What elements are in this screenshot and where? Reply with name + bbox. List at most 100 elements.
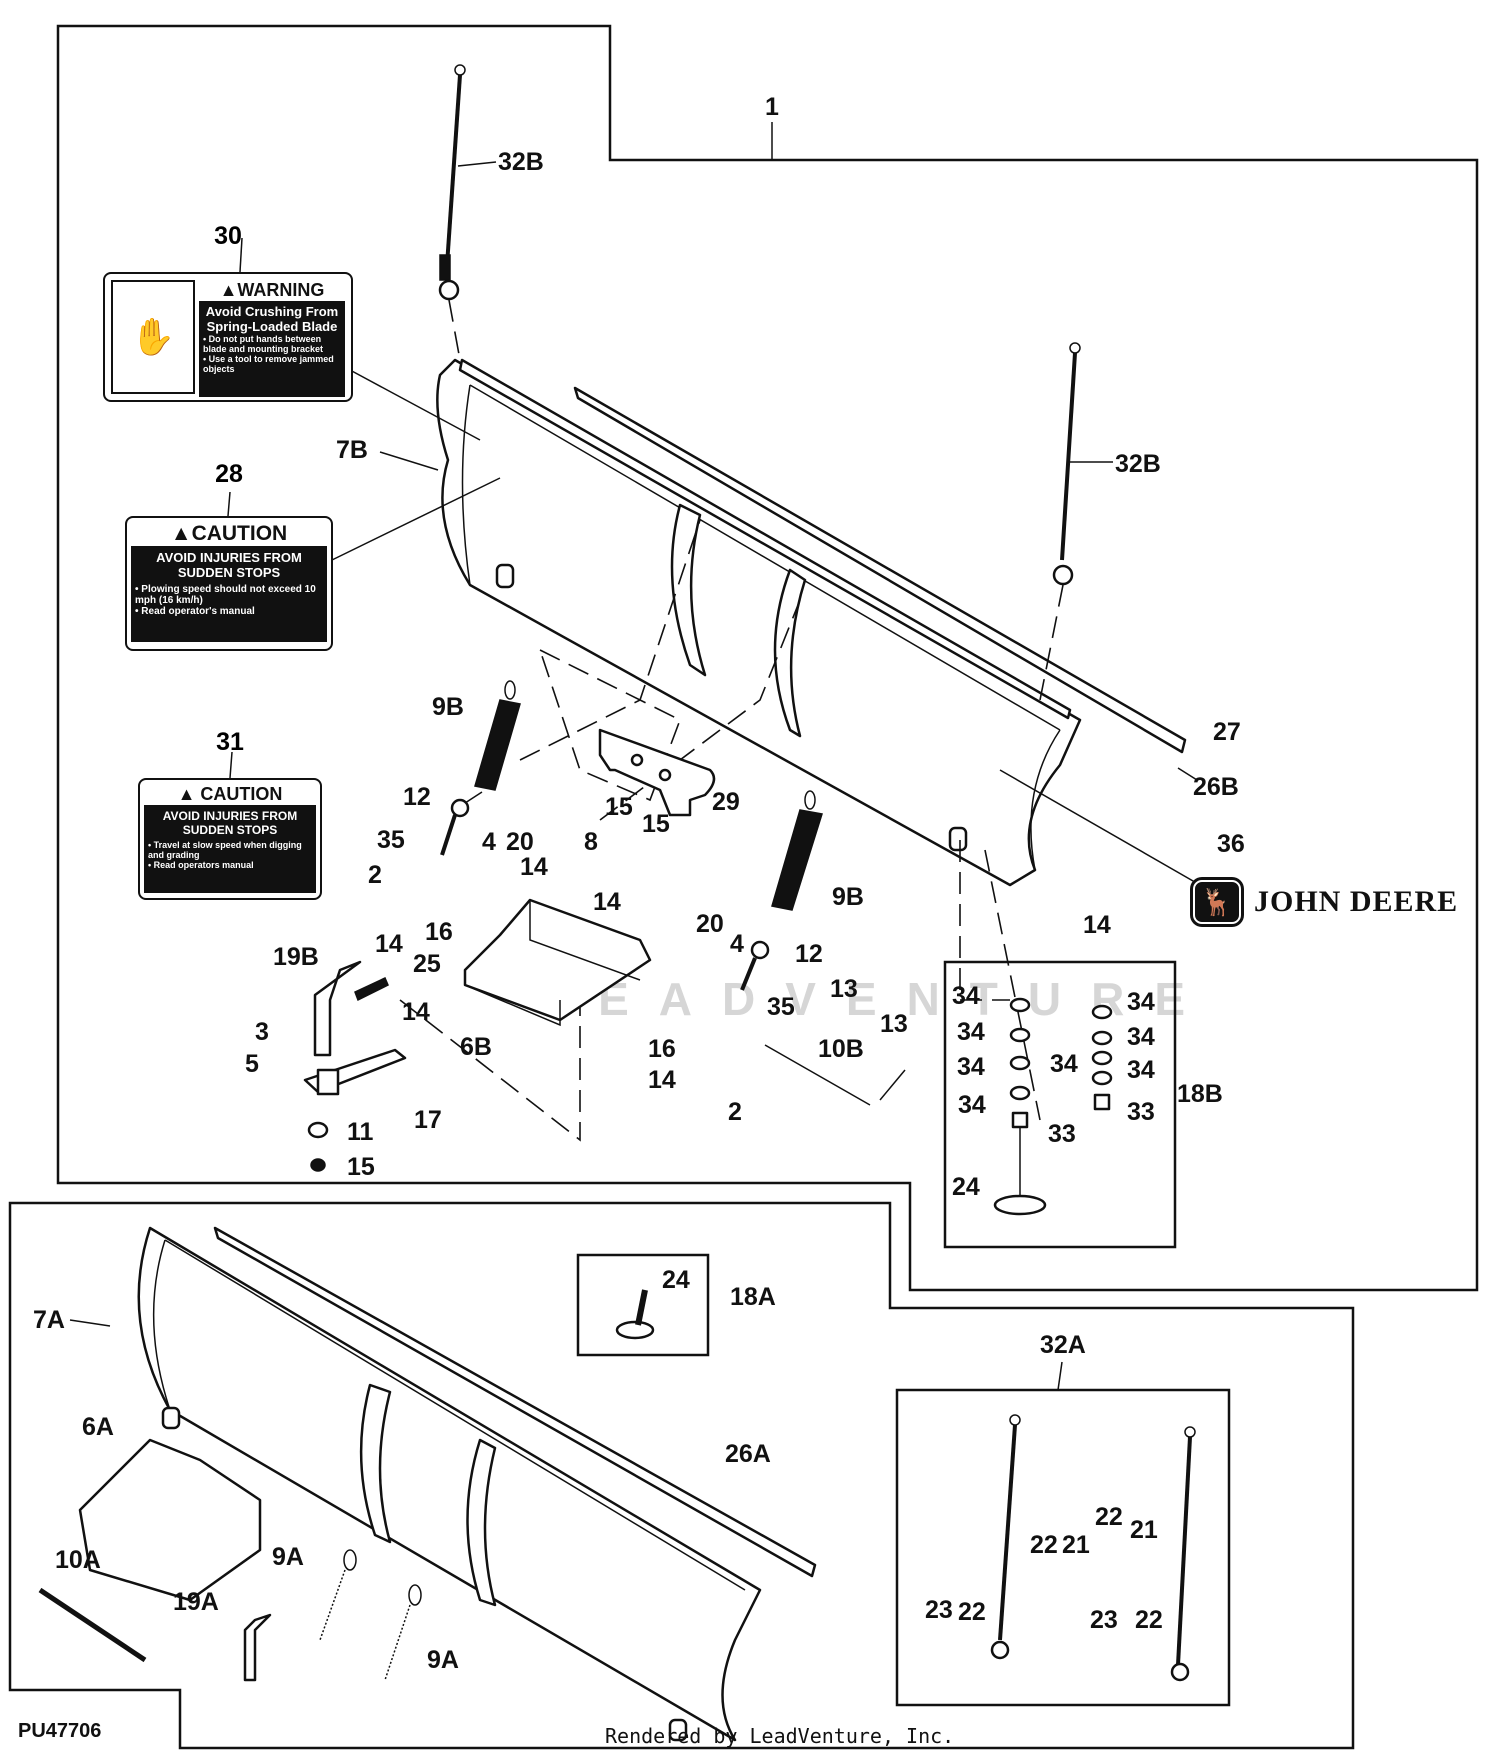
spring-25 <box>354 976 389 1002</box>
pin-10a <box>38 1587 147 1663</box>
caution-triangle-icon: ▲ <box>177 784 201 804</box>
leaping-deer-icon: 🦌 <box>1190 877 1244 927</box>
callout-19b: 19B <box>273 943 319 971</box>
figure-id: PU47706 <box>18 1720 102 1742</box>
callout-10a: 10A <box>55 1546 101 1574</box>
callout-11: 11 <box>347 1118 374 1146</box>
callout-29: 29 <box>712 788 740 816</box>
callout-22: 22 <box>1030 1531 1058 1559</box>
callout-34: 34 <box>1127 1056 1155 1084</box>
handle-19b <box>313 960 362 1057</box>
decal-warning-30: 30 ✋ ▲WARNING Avoid Crushing From Spring… <box>103 222 353 402</box>
rod-32a-left <box>990 1414 1021 1660</box>
box-32a <box>895 1388 1231 1707</box>
callout-10b: 10B <box>818 1035 864 1063</box>
spring-9b-left <box>440 680 521 856</box>
decal-28-leader <box>331 477 501 561</box>
warning-triangle-icon: ▲ <box>219 280 238 300</box>
spring-9b-right <box>740 790 823 991</box>
callout-15: 15 <box>347 1153 375 1181</box>
callout-9a: 9A <box>272 1543 304 1571</box>
rod-32b-right <box>1052 342 1081 586</box>
decal-31-callout-leader <box>229 751 233 779</box>
decal-bullet: Read operators manual <box>153 860 254 870</box>
callout-8: 8 <box>584 828 598 856</box>
callout-20: 20 <box>506 828 534 856</box>
callout-5: 5 <box>245 1050 259 1078</box>
decal-bullet: Plowing speed should not exceed 10 mph (… <box>135 584 316 606</box>
callout-34: 34 <box>1050 1050 1078 1078</box>
callout-30: 30 <box>214 222 242 250</box>
callout-4: 4 <box>730 930 744 958</box>
callout-13: 13 <box>830 975 858 1003</box>
handle-19a <box>243 1613 272 1682</box>
assembly-line <box>959 840 1010 1001</box>
callout-35: 35 <box>767 993 795 1021</box>
callout-1: 1 <box>765 93 779 121</box>
callout-3: 3 <box>255 1018 269 1046</box>
callout-31: 31 <box>216 728 244 756</box>
callout-21: 21 <box>1130 1516 1158 1544</box>
a-frame-6b <box>463 898 652 1022</box>
rod-32b-left <box>438 64 466 301</box>
callout-33: 33 <box>1127 1098 1155 1126</box>
callout-4: 4 <box>482 828 496 856</box>
callout-17: 17 <box>414 1106 442 1134</box>
callout-22: 22 <box>958 1598 986 1626</box>
assembly-line <box>538 648 682 802</box>
callout-13: 13 <box>880 1010 908 1038</box>
callouts-upper: 1 32B 32B 7B 9B 9B 12 12 35 35 4 4 20 20… <box>245 93 1245 1201</box>
decal-bullet: Travel at slow speed when digging and gr… <box>148 840 302 860</box>
crush-hazard-pictogram-icon: ✋ <box>111 280 195 394</box>
callout-22: 22 <box>1095 1503 1123 1531</box>
callout-15: 15 <box>642 810 670 838</box>
callout-7a: 7A <box>33 1306 65 1334</box>
callout-9b: 9B <box>432 693 464 721</box>
callout-12: 12 <box>403 783 431 811</box>
box-18a <box>576 1253 710 1357</box>
callout-28: 28 <box>215 460 243 488</box>
callout-33: 33 <box>1048 1120 1076 1148</box>
callout-26a: 26A <box>725 1440 771 1468</box>
callout-12: 12 <box>795 940 823 968</box>
callout-6a: 6A <box>82 1413 114 1441</box>
callout-14: 14 <box>402 998 430 1026</box>
callout-34: 34 <box>952 982 980 1010</box>
lower-assembly-frame <box>8 1201 1355 1750</box>
decal-header: CAUTION <box>200 784 283 804</box>
cutting-edge-26a <box>213 1226 817 1578</box>
callout-18b: 18B <box>1177 1080 1223 1108</box>
callout-32b: 32B <box>498 148 544 176</box>
callout-22: 22 <box>1135 1606 1163 1634</box>
a-frame-6a <box>78 1438 262 1602</box>
callout-14: 14 <box>520 853 548 881</box>
decal-title: AVOID INJURIES FROM SUDDEN STOPS <box>156 550 302 580</box>
callout-36: 36 <box>1217 830 1245 858</box>
decal-caution-28: 28 ▲CAUTION AVOID INJURIES FROM SUDDEN S… <box>125 460 333 651</box>
callout-15: 15 <box>605 793 633 821</box>
caution-triangle-icon: ▲ <box>170 522 192 545</box>
decal-header: CAUTION <box>191 522 288 545</box>
callout-2: 2 <box>728 1098 742 1126</box>
callout-24: 24 <box>952 1173 980 1201</box>
decal-30-callout-leader <box>239 237 243 273</box>
callout-26b: 26B <box>1193 773 1239 801</box>
callout-9a: 9A <box>427 1646 459 1674</box>
decal-caution-31: 31 ▲ CAUTION AVOID INJURIES FROM SUDDEN … <box>138 728 322 900</box>
decal-title: AVOID INJURIES FROM SUDDEN STOPS <box>162 809 298 837</box>
decal-30-leader <box>349 369 481 441</box>
callout-24: 24 <box>662 1266 690 1294</box>
spring-9a-2 <box>384 1584 422 1681</box>
callout-23: 23 <box>925 1596 953 1624</box>
callout-9b: 9B <box>832 883 864 911</box>
bracket-29 <box>598 728 716 817</box>
callout-32a: 32A <box>1040 1331 1086 1359</box>
decal-bullet: Do not put hands between blade and mount… <box>203 334 324 354</box>
callout-2: 2 <box>368 861 382 889</box>
upper-assembly-frame <box>56 24 1479 1292</box>
render-credit: Rendered by LeadVenture, Inc. <box>605 1724 955 1748</box>
callout-7b: 7B <box>336 436 368 464</box>
decal-bullet: Read operator's manual <box>141 606 255 617</box>
callout-34: 34 <box>957 1053 985 1081</box>
